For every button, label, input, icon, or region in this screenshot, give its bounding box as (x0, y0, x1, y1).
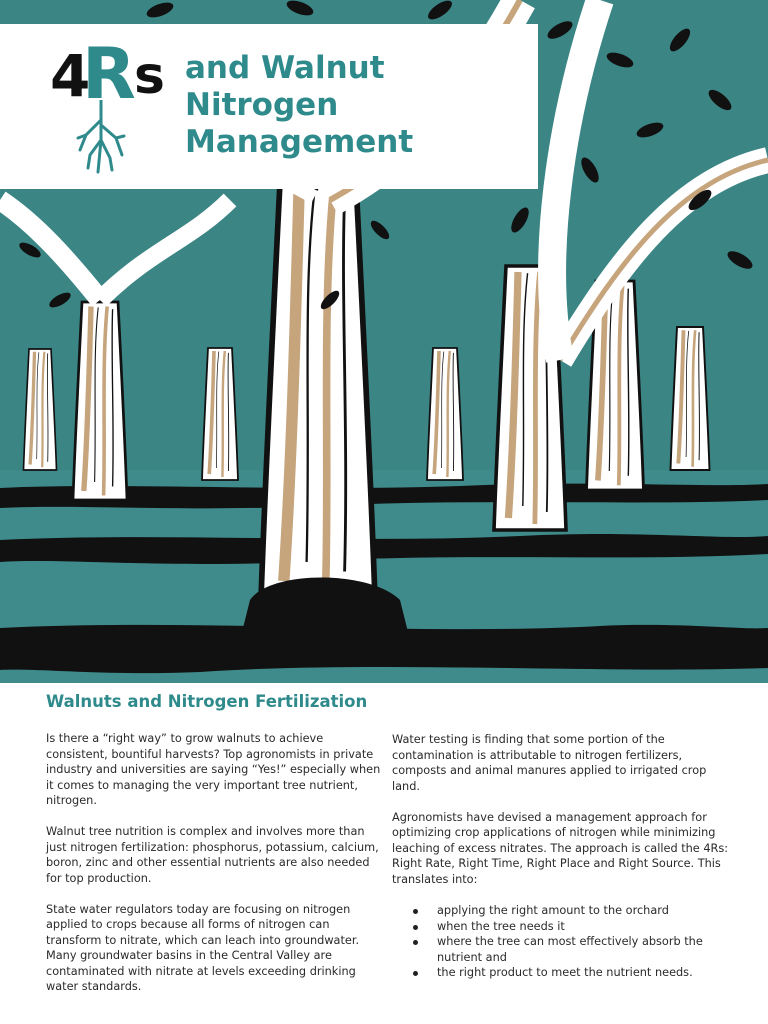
bullet-text: when the tree needs it (437, 919, 565, 933)
page-title: and Walnut Nitrogen Management (185, 50, 413, 161)
left-paragraph-3: State water regulators today are focusin… (46, 902, 360, 994)
logo-r: R (82, 33, 136, 115)
logo-s: s (134, 46, 165, 106)
bullet-text: where the tree can most effectively abso… (437, 935, 703, 964)
left-paragraph-1: Is there a “right way” to grow walnuts t… (46, 732, 381, 807)
title-line-1: and Walnut (185, 50, 385, 86)
right-column: Water testing is finding that some porti… (392, 732, 732, 981)
section-heading: Walnuts and Nitrogen Fertilization (46, 692, 368, 711)
title-line-3: Management (185, 124, 414, 160)
roots-icon (76, 100, 126, 174)
left-column: Is there a “right way” to grow walnuts t… (46, 731, 382, 1010)
bullet-icon (413, 971, 418, 976)
right-paragraph-2: Agronomists have devised a management ap… (392, 810, 729, 886)
left-paragraph-2: Walnut tree nutrition is complex and inv… (46, 825, 379, 885)
list-item: applying the right amount to the orchard (392, 903, 732, 919)
logo-four: 4 (50, 42, 90, 110)
bullet-icon (413, 940, 418, 945)
bullet-list: applying the right amount to the orchard… (392, 903, 732, 981)
bullet-icon (413, 909, 418, 914)
orchard-illustration (0, 0, 768, 683)
title-line-2: Nitrogen (185, 87, 339, 123)
list-item: when the tree needs it (392, 919, 732, 935)
list-item: where the tree can most effectively abso… (392, 934, 732, 965)
right-paragraph-1: Water testing is finding that some porti… (392, 733, 707, 793)
bullet-icon (413, 924, 418, 930)
bullet-text: applying the right amount to the orchard (437, 904, 669, 917)
bullet-text: the right product to meet the nutrient n… (437, 966, 693, 979)
list-item: the right product to meet the nutrient n… (392, 965, 732, 981)
